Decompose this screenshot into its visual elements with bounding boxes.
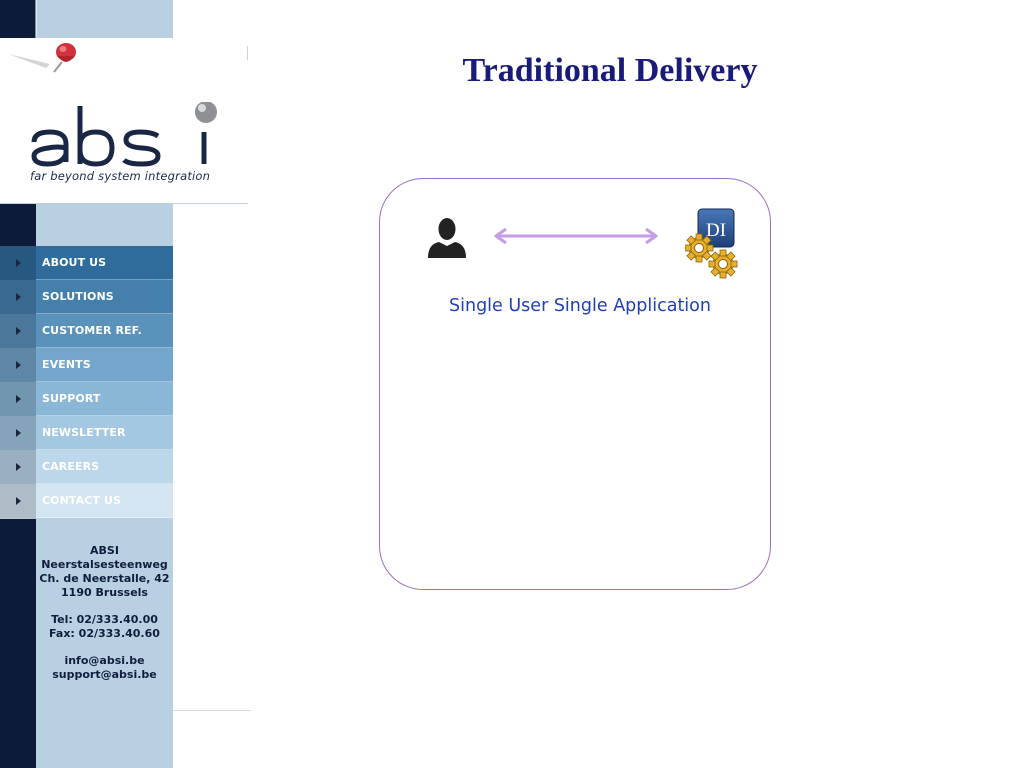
address-tel: Tel: 02/333.40.00	[51, 613, 158, 626]
slide-title: Traditional Delivery	[462, 52, 758, 89]
red-pushpin-icon	[53, 43, 76, 73]
footer-divider	[173, 710, 251, 711]
user-silhouette-icon	[428, 218, 466, 258]
nav-label: CAREERS	[36, 450, 173, 484]
nav-label: SOLUTIONS	[36, 280, 173, 314]
pin-shadow-icon	[8, 54, 50, 68]
nav-label: SUPPORT	[36, 382, 173, 416]
address-fax: Fax: 02/333.40.60	[49, 627, 160, 640]
di-gears-icon: DI	[685, 208, 738, 279]
address-city: 1190 Brussels	[61, 586, 148, 599]
nav-arrow-icon	[0, 415, 36, 451]
diagram-caption: Single User Single Application	[449, 296, 711, 316]
nav-item-support[interactable]: SUPPORT	[0, 381, 173, 417]
nav-arrow-icon	[0, 347, 36, 383]
diagram-panel	[379, 178, 771, 590]
logo-tagline: far beyond system integration	[30, 169, 211, 183]
nav-arrow-icon	[0, 483, 36, 519]
address-company: ABSI	[90, 544, 119, 557]
nav-label: EVENTS	[36, 348, 173, 382]
address-street: Neerstalsesteenweg	[41, 558, 168, 571]
nav-item-careers[interactable]: CAREERS	[0, 449, 173, 485]
nav-item-newsletter[interactable]: NEWSLETTER	[0, 415, 173, 451]
nav-item-solutions[interactable]: SOLUTIONS	[0, 279, 173, 315]
nav-arrow-icon	[0, 245, 36, 281]
nav-item-events[interactable]: EVENTS	[0, 347, 173, 383]
absi-logo-icon	[31, 102, 217, 167]
sidebar-nav: ABOUT US SOLUTIONS CUSTOMER REF. EVENTS …	[0, 245, 173, 519]
company-address: ABSI Neerstalsesteenweg Ch. de Neerstall…	[36, 544, 173, 682]
nav-label: NEWSLETTER	[36, 416, 173, 450]
nav-label: CUSTOMER REF.	[36, 314, 173, 348]
nav-item-customer-ref[interactable]: CUSTOMER REF.	[0, 313, 173, 349]
nav-arrow-icon	[0, 381, 36, 417]
di-icon-text: DI	[706, 220, 726, 241]
address-street2: Ch. de Neerstalle, 42	[39, 572, 170, 585]
nav-item-about-us[interactable]: ABOUT US	[0, 245, 173, 281]
double-arrow-icon	[494, 227, 658, 245]
address-email-link[interactable]: info@absi.be	[64, 654, 145, 667]
address-support-email-link[interactable]: support@absi.be	[52, 668, 157, 681]
nav-label: CONTACT US	[36, 484, 173, 518]
nav-arrow-icon	[0, 313, 36, 349]
nav-spacer	[36, 203, 173, 246]
nav-arrow-icon	[0, 449, 36, 485]
logo-area: far beyond system integration	[0, 38, 248, 204]
nav-arrow-icon	[0, 279, 36, 315]
nav-label: ABOUT US	[36, 246, 173, 280]
sidebar-top-strip	[0, 0, 173, 38]
nav-item-contact-us[interactable]: CONTACT US	[0, 483, 173, 519]
